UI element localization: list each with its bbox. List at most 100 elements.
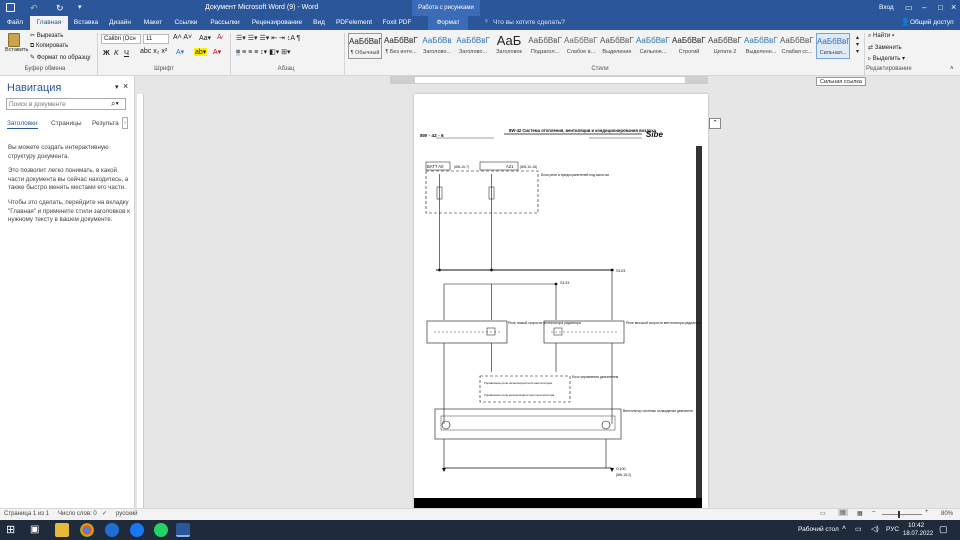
tab-design[interactable]: Дизайн — [109, 19, 131, 26]
maximize-icon[interactable]: □ — [938, 3, 943, 12]
replace-button[interactable]: ⇄ Заменить — [868, 44, 902, 51]
network-icon[interactable]: ▭ — [855, 526, 862, 533]
strike-sub-super-icons[interactable]: abc x₂ x² — [140, 48, 168, 55]
clock-date[interactable]: 18.07.2022 — [903, 531, 934, 537]
notifications-icon[interactable]: ▢ — [939, 524, 948, 534]
alignment-icons[interactable]: ≡ ≡ ≡ ≡ ↕▾ ◧▾ ⊞▾ — [236, 49, 291, 56]
close-icon[interactable]: × — [951, 2, 957, 12]
page-count[interactable]: Страница 1 из 1 — [4, 511, 49, 517]
pane-options-icon[interactable]: ▾ — [115, 84, 119, 91]
word-count[interactable]: Число слов: 0 — [58, 511, 97, 517]
nav-tab-headings[interactable]: Заголовки — [7, 120, 38, 129]
font-name-select[interactable]: Calibri (Осн — [101, 34, 141, 44]
whatsapp-icon[interactable] — [154, 523, 168, 537]
layout-options-icon[interactable]: ⌃ — [709, 118, 721, 129]
document-page[interactable]: 8W - 42 - 6 8W-42 Система отопления, вен… — [414, 94, 708, 508]
close-pane-icon[interactable]: × — [123, 81, 129, 91]
nav-tab-scroll[interactable]: › — [122, 117, 128, 129]
tab-home[interactable]: Главная — [30, 16, 68, 30]
style-item[interactable]: АаБбВвГг,¶ Без инте... — [384, 33, 418, 59]
chrome-icon[interactable] — [80, 523, 94, 537]
windows-start-icon[interactable]: ⊞ — [6, 524, 16, 536]
volume-icon[interactable]: ◁) — [871, 526, 879, 533]
language-indicator[interactable]: русский — [116, 511, 138, 517]
file-explorer-icon[interactable] — [55, 523, 69, 537]
change-case-icon[interactable]: Aa▾ — [199, 35, 212, 42]
redo-icon[interactable]: ↻ — [56, 3, 64, 13]
zoom-slider[interactable] — [882, 514, 922, 515]
tray-expand-icon[interactable]: ˄ — [842, 525, 847, 532]
share-button[interactable]: Общий доступ — [910, 19, 954, 26]
tab-file[interactable]: Файл — [7, 19, 23, 26]
tab-pdfelement[interactable]: PDFelement — [335, 19, 373, 26]
tab-mailings[interactable]: Рассылки — [210, 19, 240, 26]
nav-tab-pages[interactable]: Страницы — [51, 120, 82, 127]
collapse-ribbon-icon[interactable]: ˄ — [950, 66, 954, 72]
tab-format[interactable]: Формат — [428, 16, 468, 30]
sign-in-link[interactable]: Вход — [879, 4, 894, 11]
read-mode-icon[interactable]: ▭ — [820, 511, 826, 517]
highlight-icon[interactable]: ab▾ — [194, 48, 208, 56]
copy-button[interactable]: ⧉ Копировать — [30, 43, 68, 50]
nav-tab-results[interactable]: Результа — [92, 120, 119, 127]
tab-insert[interactable]: Вставка — [73, 19, 99, 26]
format-painter-button[interactable]: ✎ Формат по образцу — [30, 54, 91, 61]
zoom-in-icon[interactable]: + — [925, 509, 929, 515]
cut-button[interactable]: ✂ Вырезать — [30, 32, 63, 39]
zoom-slider-thumb[interactable] — [898, 511, 900, 518]
tab-foxit[interactable]: Foxit PDF — [382, 19, 412, 26]
wiring-diagram[interactable]: 8W - 42 - 6 8W-42 Система отопления, вен… — [414, 94, 708, 508]
search-field[interactable]: Поиск в документе ⌕▾ — [6, 98, 126, 110]
select-button[interactable]: ▹ Выделить ▾ — [868, 56, 906, 62]
italic-button[interactable]: К — [114, 48, 119, 57]
print-layout-icon[interactable]: ▤ — [838, 509, 848, 516]
tell-me-input[interactable]: Что вы хотите сделать? — [493, 19, 565, 26]
web-layout-icon[interactable]: ▦ — [857, 511, 863, 517]
search-input[interactable]: Поиск в документе — [9, 101, 66, 108]
messenger-icon[interactable] — [130, 523, 144, 537]
bold-button[interactable]: Ж — [103, 48, 110, 57]
desktop-toolbar[interactable]: Рабочий стол — [798, 526, 839, 533]
tab-references[interactable]: Ссылки — [174, 19, 198, 26]
customize-quick-access-icon[interactable]: ▾ — [78, 4, 82, 11]
grow-font-icon[interactable]: A˄ A˅ — [173, 34, 193, 41]
input-language[interactable]: РУС — [886, 526, 900, 533]
style-item[interactable]: АаБбВвГг,Строгий — [672, 33, 706, 59]
tab-review[interactable]: Рецензирование — [251, 19, 303, 26]
underline-button[interactable]: Ч — [124, 48, 129, 57]
minimize-icon[interactable]: – — [922, 3, 927, 12]
search-icon[interactable]: ⌕▾ — [111, 99, 119, 108]
list-icons[interactable]: ☰▾ ☰▾ ☰▾ ⇤ ⇥ ↕A ¶ — [236, 35, 301, 42]
text-effects-icon[interactable]: A▾ — [176, 49, 185, 56]
tab-view[interactable]: Вид — [313, 19, 325, 26]
clock-time[interactable]: 10:42 — [908, 522, 925, 529]
font-color-icon[interactable]: A▾ — [213, 49, 222, 56]
style-item[interactable]: АаБбВвГг,¶ Обычный — [348, 33, 382, 59]
clear-format-icon[interactable]: A̷ — [217, 34, 222, 41]
task-view-icon[interactable]: ▣ — [30, 524, 40, 535]
font-size-select[interactable]: 11 — [143, 34, 169, 44]
zoom-out-icon[interactable]: – — [872, 509, 876, 515]
word-taskbar-icon[interactable] — [176, 523, 190, 537]
undo-icon[interactable]: ↶ — [30, 3, 38, 13]
paste-button[interactable]: Вставить — [5, 33, 28, 55]
save-icon[interactable] — [6, 3, 15, 12]
zoom-level[interactable]: 80% — [941, 511, 954, 517]
tab-layout[interactable]: Макет — [143, 19, 163, 26]
proofing-icon[interactable]: ✓ — [102, 511, 108, 517]
find-button[interactable]: ⌕ Найти ▾ — [868, 33, 895, 39]
browser-icon[interactable] — [105, 523, 119, 537]
styles-scroll-icon[interactable]: ▴▾▾ — [856, 35, 860, 55]
ribbon-display-icon[interactable]: ▭ — [905, 3, 913, 12]
